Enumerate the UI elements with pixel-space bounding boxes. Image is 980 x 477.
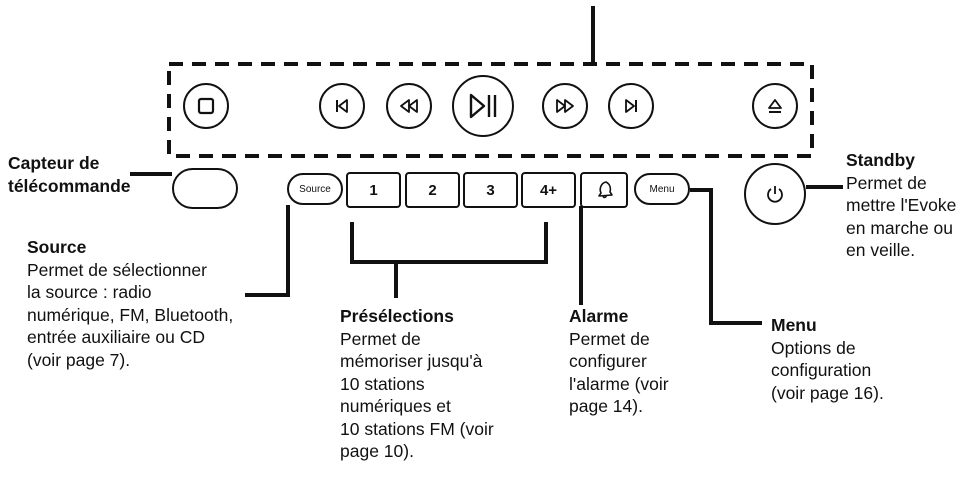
bell-icon [598, 181, 613, 199]
source-leader [245, 205, 290, 297]
preset-3-button[interactable]: 3 [463, 172, 518, 208]
alarm-title: Alarme [569, 306, 629, 326]
stop-button[interactable] [183, 83, 229, 129]
rewind-icon [400, 99, 418, 113]
presets-label: Présélections Permet de mémoriser jusqu'… [340, 305, 494, 463]
rewind-button[interactable] [386, 83, 432, 129]
presets-description: Permet de mémoriser jusqu'à 10 stations … [340, 328, 494, 462]
standby-button[interactable] [744, 163, 806, 225]
ir-sensor [172, 168, 238, 209]
source-button[interactable]: Source [287, 173, 343, 205]
menu-button[interactable]: Menu [634, 173, 690, 205]
preset-2-button[interactable]: 2 [405, 172, 460, 208]
skip-back-icon [336, 99, 348, 113]
standby-title: Standby [846, 150, 916, 170]
skip-forward-button[interactable] [608, 83, 654, 129]
source-title: Source [27, 237, 87, 257]
ir-sensor-title: Capteur de télécommande [8, 153, 131, 196]
preset-1-button[interactable]: 1 [346, 172, 401, 208]
standby-label: Standby Permet de mettre l'Evoke en marc… [846, 149, 956, 262]
standby-description: Permet de mettre l'Evoke en marche ou en… [846, 172, 957, 261]
fast-forward-button[interactable] [542, 83, 588, 129]
source-description: Permet de sélectionner la source : radio… [27, 259, 234, 370]
eject-button[interactable] [752, 83, 798, 129]
menu-title: Menu [771, 315, 817, 335]
power-icon [767, 186, 783, 203]
menu-label: Menu Options de configuration (voir page… [771, 314, 884, 404]
ir-sensor-label: Capteur de télécommande [8, 152, 131, 197]
skip-back-button[interactable] [319, 83, 365, 129]
menu-leader [690, 188, 762, 325]
menu-description: Options de configuration (voir page 16). [771, 337, 884, 403]
preset-4-button[interactable]: 4+ [521, 172, 576, 208]
source-label: Source Permet de sélectionner la source … [27, 236, 233, 371]
alarm-label: Alarme Permet de configurer l'alarme (vo… [569, 305, 669, 418]
skip-forward-icon [625, 99, 637, 113]
alarm-button[interactable] [580, 172, 628, 208]
play-pause-icon [469, 93, 497, 119]
stop-icon [197, 97, 215, 115]
presets-bracket [350, 222, 548, 264]
eject-icon [768, 99, 782, 113]
alarm-description: Permet de configurer l'alarme (voir page… [569, 328, 669, 417]
fast-forward-icon [556, 99, 574, 113]
play-pause-button[interactable] [452, 75, 514, 137]
presets-title: Présélections [340, 306, 454, 326]
